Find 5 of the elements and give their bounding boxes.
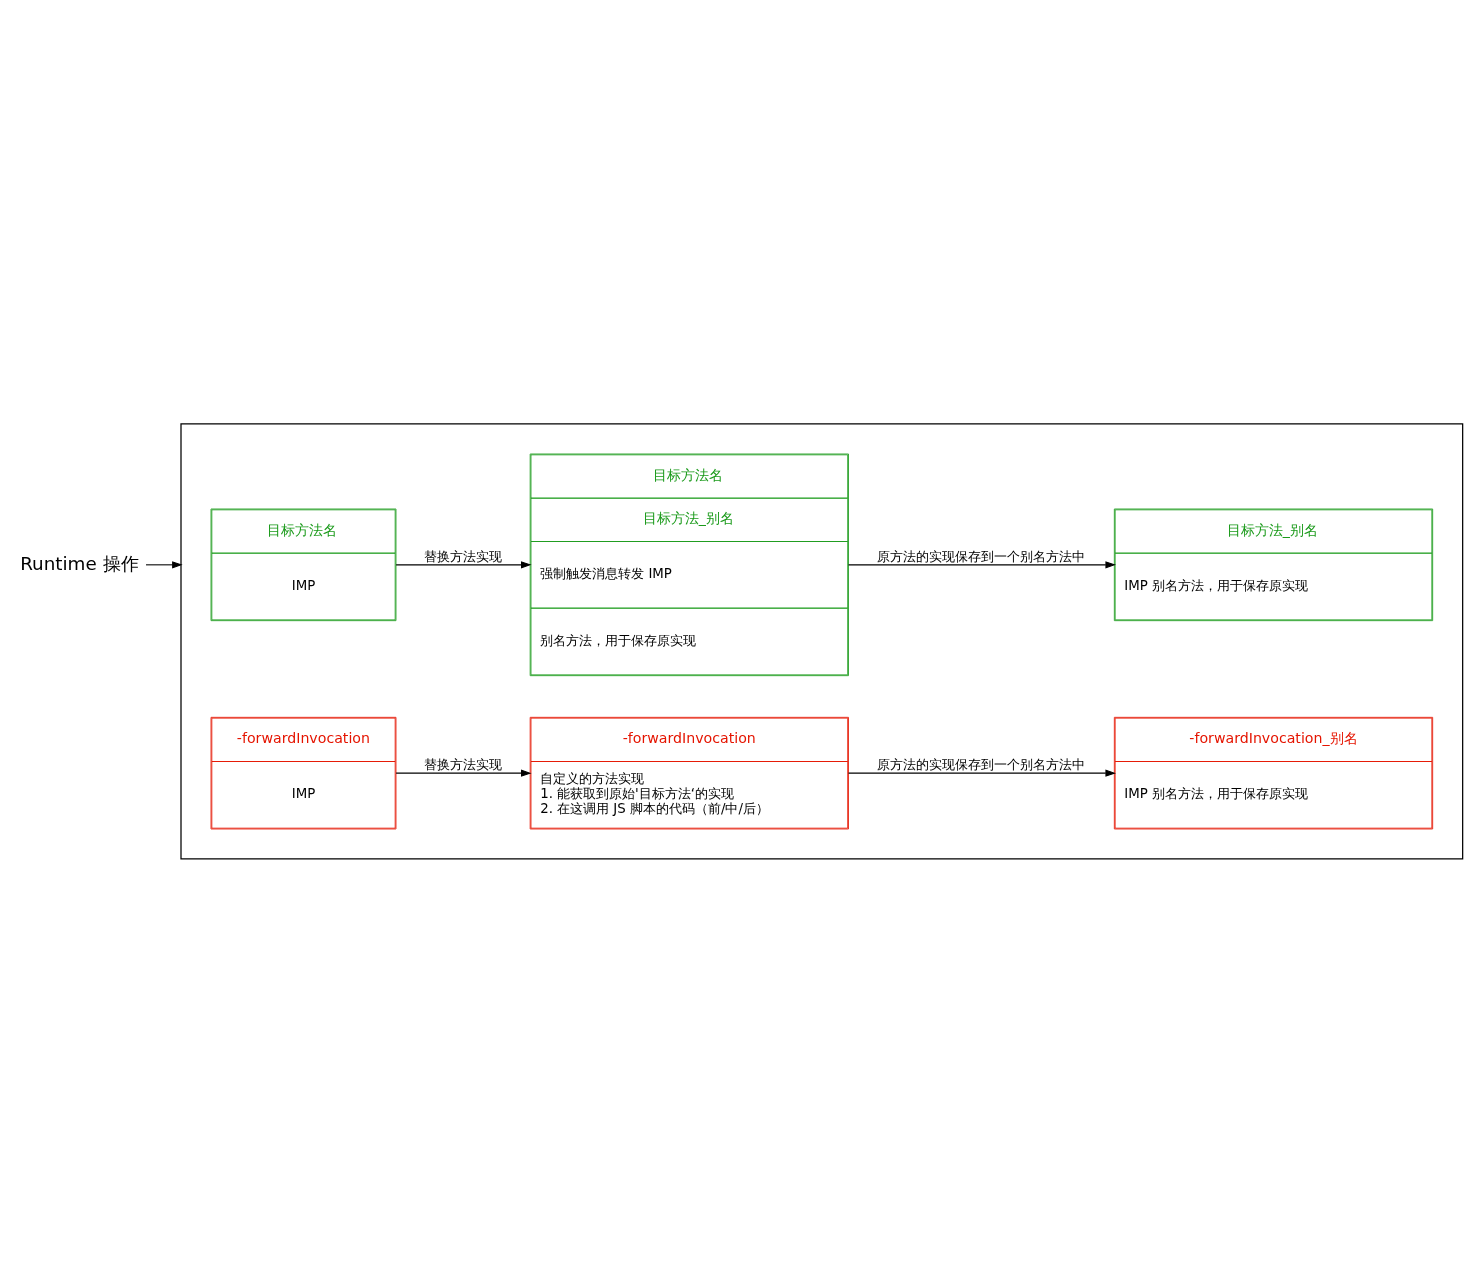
edge-label: 替换方法实现: [424, 756, 503, 772]
edge-label: 原方法的实现保存到一个别名方法中: [877, 548, 1086, 563]
edge-label: 替换方法实现: [424, 548, 503, 563]
edge-label: 原方法的实现保存到一个别名方法中: [877, 756, 1086, 772]
node-text: Runtime 操作: [20, 552, 139, 573]
